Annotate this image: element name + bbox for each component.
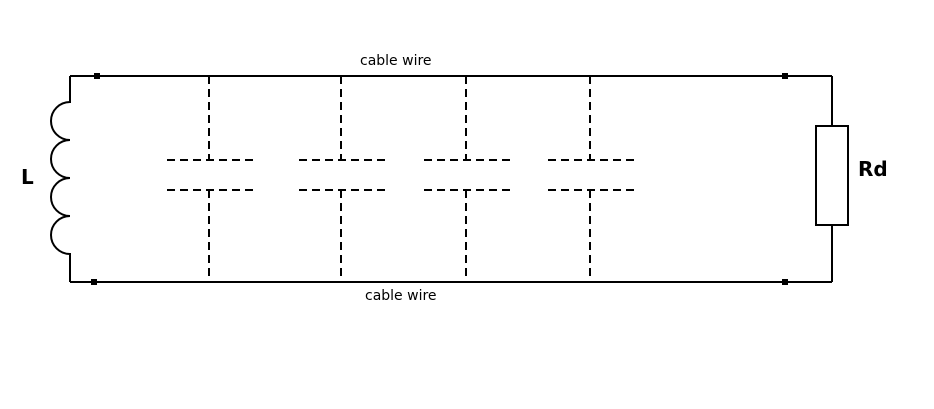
junction-dot: [782, 73, 788, 79]
junction-dot: [91, 279, 97, 285]
capacitor: [299, 76, 387, 282]
top-wire-label: cable wire: [360, 53, 432, 69]
capacitor: [548, 76, 636, 282]
inductor-label: L: [21, 165, 34, 189]
resistor-label: Rd: [858, 157, 888, 181]
resistor-rd: [815, 125, 849, 226]
capacitor: [167, 76, 255, 282]
bottom-wire-label: cable wire: [365, 288, 437, 304]
inductor-coil: [50, 76, 71, 282]
junction-dot: [94, 73, 100, 79]
junction-dot: [782, 279, 788, 285]
capacitor: [424, 76, 512, 282]
